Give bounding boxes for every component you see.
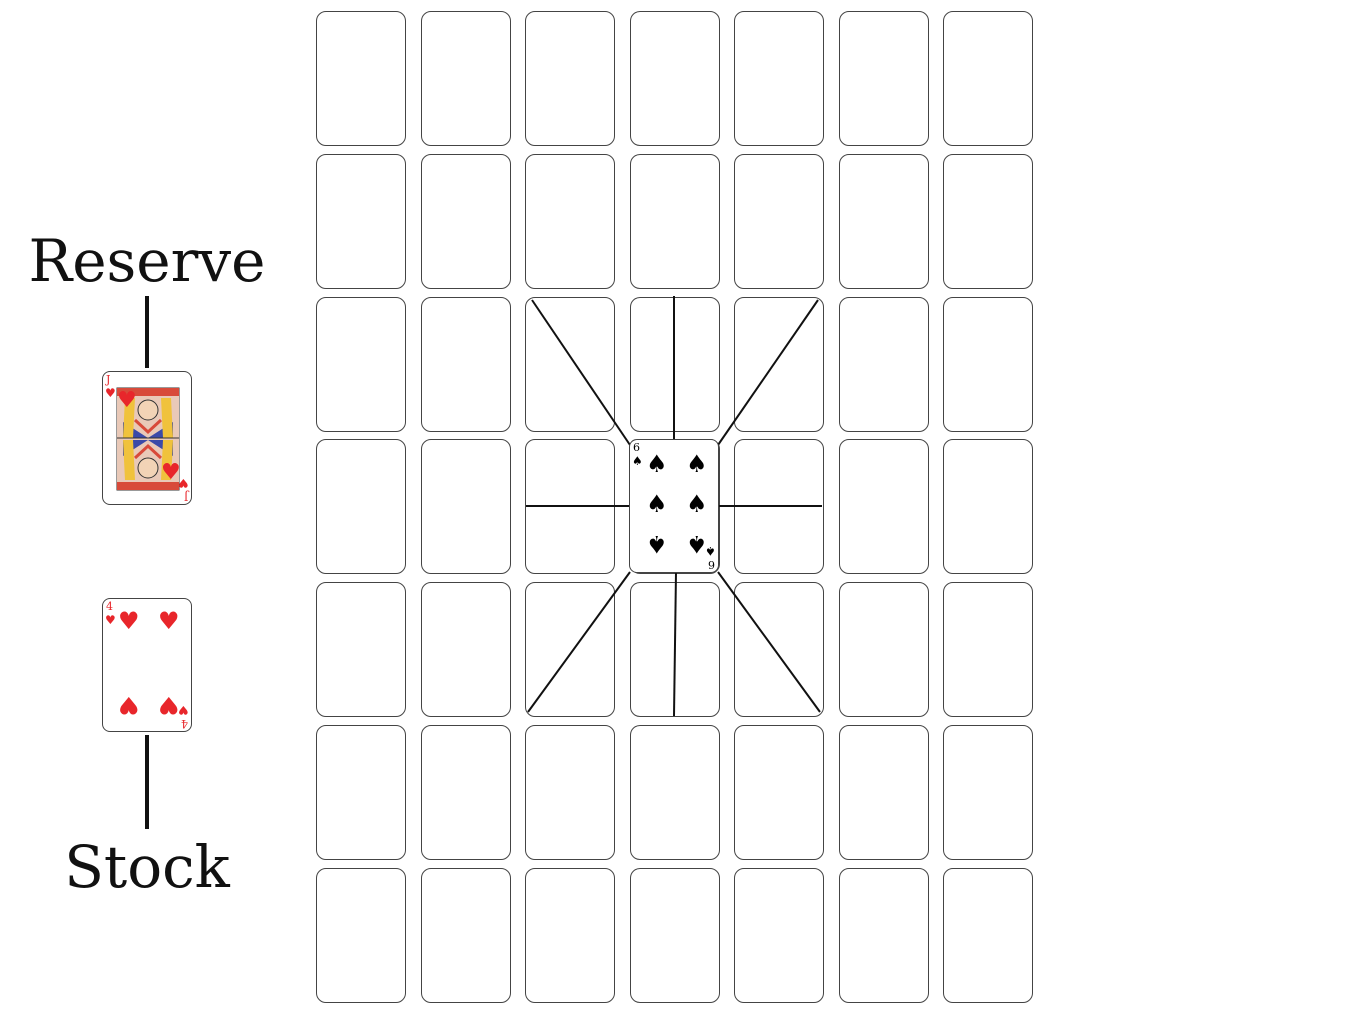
tableau-slot-r2-c3[interactable] [525, 154, 615, 289]
tableau-slot-r7-c1[interactable] [316, 868, 406, 1003]
reserve-suit-top: ♥ [105, 386, 116, 400]
tableau-slot-r5-c3[interactable] [525, 582, 615, 717]
reserve-big-suit-bottom: ♥ [161, 460, 181, 485]
stock-pip-2: ♥ [158, 607, 180, 635]
tableau-slot-r6-c3[interactable] [525, 725, 615, 860]
tableau-slot-r7-c7[interactable] [943, 868, 1033, 1003]
tableau-slot-r5-c7[interactable] [943, 582, 1033, 717]
center-rank-top: 6 [633, 441, 640, 454]
reserve-card[interactable]: J ♥ ♥ ♥ ♥ J [102, 371, 192, 505]
tableau-slot-r3-c4[interactable] [630, 297, 720, 432]
tableau-slot-r4-c6[interactable] [839, 439, 929, 574]
tableau-slot-r5-c2[interactable] [421, 582, 511, 717]
tableau-slot-r4-c5[interactable] [734, 439, 824, 574]
stock-card[interactable]: 4 ♥ ♥ ♥ ♥ ♥ ♥ 4 [102, 598, 192, 732]
tableau-slot-r1-c5[interactable] [734, 11, 824, 146]
stock-pip-4: ♥ [158, 691, 180, 719]
tableau-slot-r1-c1[interactable] [316, 11, 406, 146]
tableau-slot-r4-c7[interactable] [943, 439, 1033, 574]
tableau-slot-r7-c6[interactable] [839, 868, 929, 1003]
tableau-slot-r6-c4[interactable] [630, 725, 720, 860]
tableau-slot-r1-c3[interactable] [525, 11, 615, 146]
tableau-slot-r6-c2[interactable] [421, 725, 511, 860]
tableau-slot-r2-c4[interactable] [630, 154, 720, 289]
tableau-slot-r2-c2[interactable] [421, 154, 511, 289]
tableau-slot-r7-c3[interactable] [525, 868, 615, 1003]
tableau-slot-r1-c2[interactable] [421, 11, 511, 146]
center-rank-bottom: 6 [708, 558, 715, 571]
tableau-slot-r3-c2[interactable] [421, 297, 511, 432]
stock-suit-bottom: ♥ [178, 703, 189, 717]
tableau-slot-r3-c7[interactable] [943, 297, 1033, 432]
reserve-suit-bottom: ♥ [178, 476, 189, 490]
center-pip-4: ♠ [686, 490, 708, 518]
center-card[interactable]: 6 ♠ ♠ ♠ ♠ ♠ ♠ ♠ ♠ 6 [629, 439, 719, 573]
tableau-slot-r4-c1[interactable] [316, 439, 406, 574]
jack-of-hearts-face [116, 387, 180, 491]
stock-connector-line [145, 735, 149, 829]
center-pip-3: ♠ [646, 490, 668, 518]
tableau-slot-r4-c3[interactable] [525, 439, 615, 574]
tableau-slot-r6-c5[interactable] [734, 725, 824, 860]
tableau-slot-r3-c1[interactable] [316, 297, 406, 432]
tableau-slot-r3-c3[interactable] [525, 297, 615, 432]
tableau-slot-r5-c5[interactable] [734, 582, 824, 717]
reserve-connector-line [145, 296, 149, 368]
tableau-slot-r5-c6[interactable] [839, 582, 929, 717]
tableau-slot-r7-c5[interactable] [734, 868, 824, 1003]
tableau-slot-r1-c4[interactable] [630, 11, 720, 146]
tableau-slot-r7-c4[interactable] [630, 868, 720, 1003]
center-pip-1: ♠ [646, 450, 668, 478]
tableau-slot-r5-c4[interactable] [630, 582, 720, 717]
tableau-slot-r2-c6[interactable] [839, 154, 929, 289]
tableau-slot-r3-c6[interactable] [839, 297, 929, 432]
stock-pip-3: ♥ [118, 691, 140, 719]
stock-label: Stock [64, 833, 230, 901]
reserve-label: Reserve [28, 227, 266, 295]
tableau-slot-r2-c5[interactable] [734, 154, 824, 289]
center-pip-5: ♠ [646, 530, 668, 558]
stock-rank-top: 4 [106, 600, 113, 613]
stock-suit-top: ♥ [105, 613, 116, 627]
tableau-slot-r3-c5[interactable] [734, 297, 824, 432]
center-suit-bottom: ♠ [705, 544, 716, 558]
tableau-slot-r6-c6[interactable] [839, 725, 929, 860]
tableau-slot-r1-c7[interactable] [943, 11, 1033, 146]
reserve-rank-bottom: J [183, 490, 188, 503]
tableau-slot-r2-c1[interactable] [316, 154, 406, 289]
tableau-slot-r2-c7[interactable] [943, 154, 1033, 289]
center-pip-2: ♠ [686, 450, 708, 478]
stock-pip-1: ♥ [118, 607, 140, 635]
tableau-slot-r6-c1[interactable] [316, 725, 406, 860]
tableau-slot-r7-c2[interactable] [421, 868, 511, 1003]
tableau-slot-r5-c1[interactable] [316, 582, 406, 717]
center-suit-top: ♠ [632, 454, 643, 468]
reserve-big-suit-top: ♥ [117, 388, 137, 413]
reserve-rank-top: J [106, 373, 111, 386]
tableau-slot-r6-c7[interactable] [943, 725, 1033, 860]
tableau-slot-r4-c2[interactable] [421, 439, 511, 574]
tableau-slot-r1-c6[interactable] [839, 11, 929, 146]
stock-rank-bottom: 4 [181, 717, 188, 730]
